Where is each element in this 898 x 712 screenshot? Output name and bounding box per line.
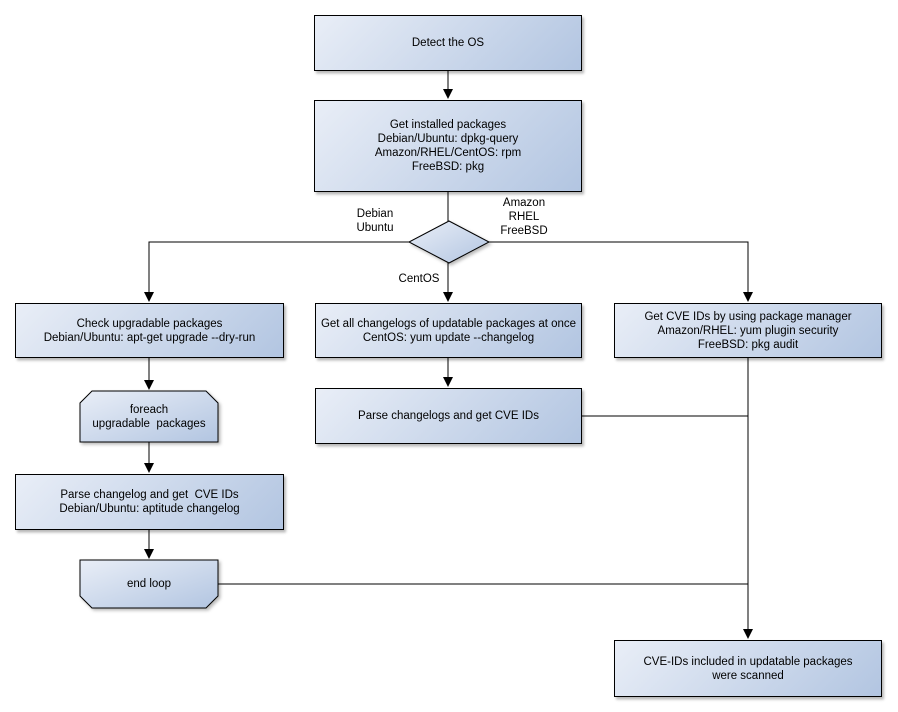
branch-label-amazon-rhel-freebsd: Amazon RHEL FreeBSD <box>500 197 548 237</box>
branch-label-debian-ubuntu: Debian Ubuntu <box>356 208 394 234</box>
node-parse-changelogs-mid: Parse changelogs and get CVE IDs <box>315 388 582 444</box>
node-check-upgradable-packages: Check upgradable packages Debian/Ubuntu:… <box>15 303 284 358</box>
node-get-installed-packages: Get installed packages Debian/Ubuntu: dp… <box>314 100 582 192</box>
branch-label-centos: CentOS <box>398 273 440 285</box>
node-detect-os: Detect the OS <box>314 15 582 71</box>
node-get-cve-ids: Get CVE IDs by using package manager Ama… <box>614 303 882 358</box>
node-get-all-changelogs: Get all changelogs of updatable packages… <box>315 303 582 358</box>
node-parse-changelog-left: Parse changelog and get CVE IDs Debian/U… <box>15 474 284 530</box>
end-loop-label: end loop <box>126 578 172 590</box>
foreach-loop-label: foreach upgradable packages <box>92 403 206 430</box>
edge-decision-to-cve-right <box>489 241 753 302</box>
end-loop-shape <box>79 559 219 609</box>
edge-decision-to-check-debian <box>144 241 409 302</box>
node-scanned-result: CVE-IDs included in updatable packages w… <box>614 640 882 697</box>
os-decision-diamond <box>407 220 491 264</box>
foreach-loop-shape <box>79 390 219 443</box>
